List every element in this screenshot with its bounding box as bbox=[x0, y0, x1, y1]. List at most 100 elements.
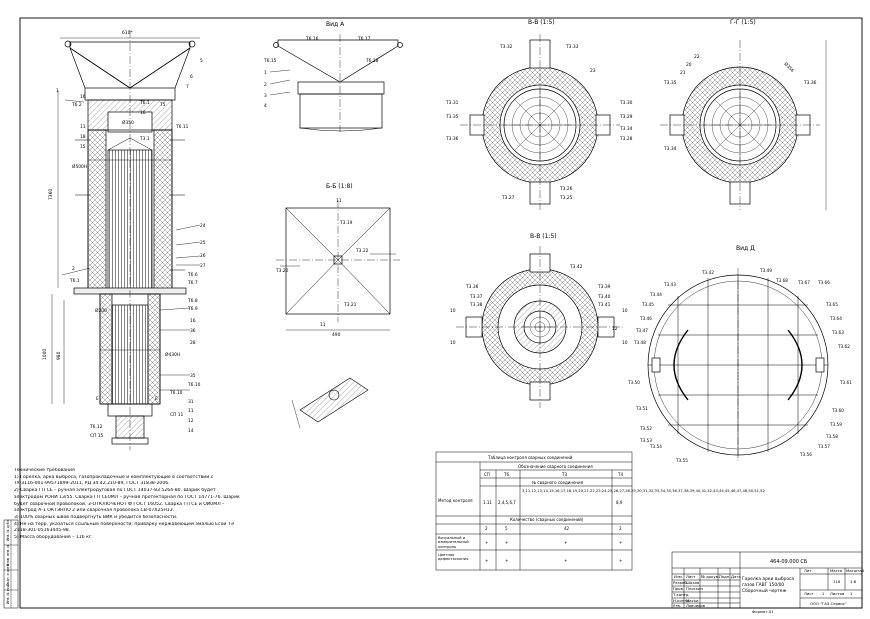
label: 11 bbox=[188, 408, 194, 414]
label: Т3.53 bbox=[639, 438, 652, 443]
dim-dia-350: Ø350 bbox=[122, 119, 134, 126]
label: Т3.59 bbox=[829, 422, 842, 427]
title-block-texts: 464-09.000 СБ Горелка арки выброса газов… bbox=[672, 559, 865, 608]
view-d-title: Вид Д bbox=[736, 245, 755, 252]
label: 20 bbox=[686, 62, 692, 68]
label: 4 bbox=[264, 103, 267, 109]
label: Т3.34 bbox=[619, 126, 633, 132]
label: Т3.28 bbox=[619, 136, 633, 142]
hdr-mass: Масса bbox=[830, 568, 842, 573]
label: 1 bbox=[56, 88, 59, 94]
dim-height-lower: 1000 bbox=[42, 349, 48, 360]
label: Т3.48 bbox=[633, 340, 646, 345]
row-head: № докум. bbox=[701, 574, 720, 579]
sheet-format: Формат А1 bbox=[752, 609, 774, 614]
doc-name: Горелка арки выброса bbox=[742, 575, 794, 582]
row-head: Дата bbox=[731, 574, 741, 579]
label: Т6.9 bbox=[187, 306, 198, 312]
sheet-no: 1 bbox=[822, 591, 825, 596]
notes-line: 5) Масса оборудования – 116 кг. bbox=[14, 535, 93, 541]
view-a bbox=[269, 34, 403, 132]
label: 6 bbox=[190, 74, 193, 80]
label: Т3.61 bbox=[839, 380, 852, 385]
hdr-lit: Лит. bbox=[804, 568, 813, 573]
sheets-no: 1 bbox=[850, 591, 853, 596]
notes-line: 2) Сварка ГП СЕ – ручная электродуговая … bbox=[14, 488, 216, 494]
label: СП 15 bbox=[90, 433, 104, 439]
label: Т6.7 bbox=[187, 280, 198, 286]
label: Т6.2 bbox=[71, 102, 82, 108]
label: Т3.63 bbox=[831, 330, 844, 335]
row-count-title: Количество (сварных соединений) bbox=[510, 517, 584, 522]
label: Т3.39 bbox=[597, 284, 611, 290]
label: Т3.35 bbox=[445, 114, 459, 120]
label: 16 bbox=[190, 318, 196, 324]
label: Т6.1 bbox=[139, 100, 150, 106]
label: 10 bbox=[450, 340, 456, 346]
label: Т3.43 bbox=[663, 282, 676, 287]
label: Т6.17 bbox=[357, 36, 371, 42]
section-gg bbox=[660, 40, 827, 210]
label: Е bbox=[155, 396, 158, 402]
doc-name: газов ГАВГ 150/00 bbox=[742, 582, 784, 588]
weld-table bbox=[435, 451, 633, 571]
row-head: Изм. bbox=[674, 574, 683, 579]
label: Т3.64 bbox=[829, 316, 842, 321]
label: Т6.16 bbox=[305, 36, 319, 42]
label: 14 bbox=[188, 428, 194, 434]
cap-val: + bbox=[619, 558, 622, 563]
role: Пров. bbox=[673, 586, 684, 591]
label: Т3.41 bbox=[597, 302, 611, 308]
org: ООО "ГАЗ-Сервис" bbox=[810, 601, 847, 606]
count-val: 2 bbox=[485, 526, 488, 531]
dim-top-width: 610* bbox=[122, 30, 133, 36]
person: Плоскин bbox=[686, 586, 703, 591]
label: Т3.57 bbox=[817, 444, 830, 449]
notes-line: будет сварочной проволокой. 3-ОТКЛЮЧЕНО … bbox=[14, 501, 225, 507]
label: Т3.42 bbox=[701, 270, 714, 275]
label: Т6.12 bbox=[89, 424, 103, 430]
view-d bbox=[647, 268, 829, 462]
label: Т3.44 bbox=[649, 292, 662, 297]
doc-name: Сборочный чертеж bbox=[742, 587, 786, 594]
label: Т6.15 bbox=[263, 58, 277, 64]
margin-label: Взам. инв. № bbox=[6, 544, 10, 566]
scale: 1:8 bbox=[850, 579, 857, 584]
label: Т6.18 bbox=[365, 58, 379, 64]
label: Т3.1 bbox=[139, 136, 150, 142]
label: Т6.10 bbox=[187, 382, 201, 388]
label: Т3.51 bbox=[635, 406, 648, 411]
row-head: Подп. bbox=[719, 574, 731, 579]
notes-title: Технические требования bbox=[14, 468, 75, 473]
section-bb-title: Б-Б (1:8) bbox=[326, 183, 353, 190]
hdr-scale: Масштаб bbox=[846, 568, 865, 573]
label: Т3.45 bbox=[641, 302, 654, 307]
label: Т3.66 bbox=[817, 280, 830, 285]
label: Т3.54 bbox=[649, 444, 662, 449]
technical-notes: Технические требования 1) Горелка, арка … bbox=[14, 468, 274, 542]
label: Т3.29 bbox=[619, 114, 633, 120]
label: Т3.60 bbox=[831, 408, 844, 413]
label: Е bbox=[96, 396, 99, 402]
label: Т3.49 bbox=[759, 268, 772, 273]
margin-label: Подп. и дата bbox=[6, 564, 10, 586]
label: 28 bbox=[190, 340, 196, 346]
label: 24 bbox=[200, 223, 206, 229]
section-vv1 bbox=[460, 34, 620, 210]
label: Т5 bbox=[159, 102, 166, 108]
view-a-texts: Вид А Т6.16 Т6.17 Т6.18 Т6.15 1 2 3 4 bbox=[263, 21, 379, 109]
label: 15 bbox=[80, 144, 86, 150]
section-bb bbox=[276, 200, 400, 331]
label: 16 bbox=[140, 110, 146, 116]
row-cap: Цветная дефектоскопия bbox=[438, 553, 469, 562]
notes-line: электрод А-1 ОКТЭНЛО 2 или сварочная про… bbox=[14, 508, 175, 514]
visual-val: + bbox=[505, 540, 508, 545]
label: Т3.20 bbox=[275, 268, 289, 274]
method-val: 2,4,5,6,7 bbox=[498, 500, 516, 505]
label: 31 bbox=[188, 399, 194, 405]
label: Т3.55 bbox=[675, 458, 688, 463]
dim-height-total: 7360 bbox=[48, 189, 54, 200]
label: 16 bbox=[80, 94, 86, 100]
